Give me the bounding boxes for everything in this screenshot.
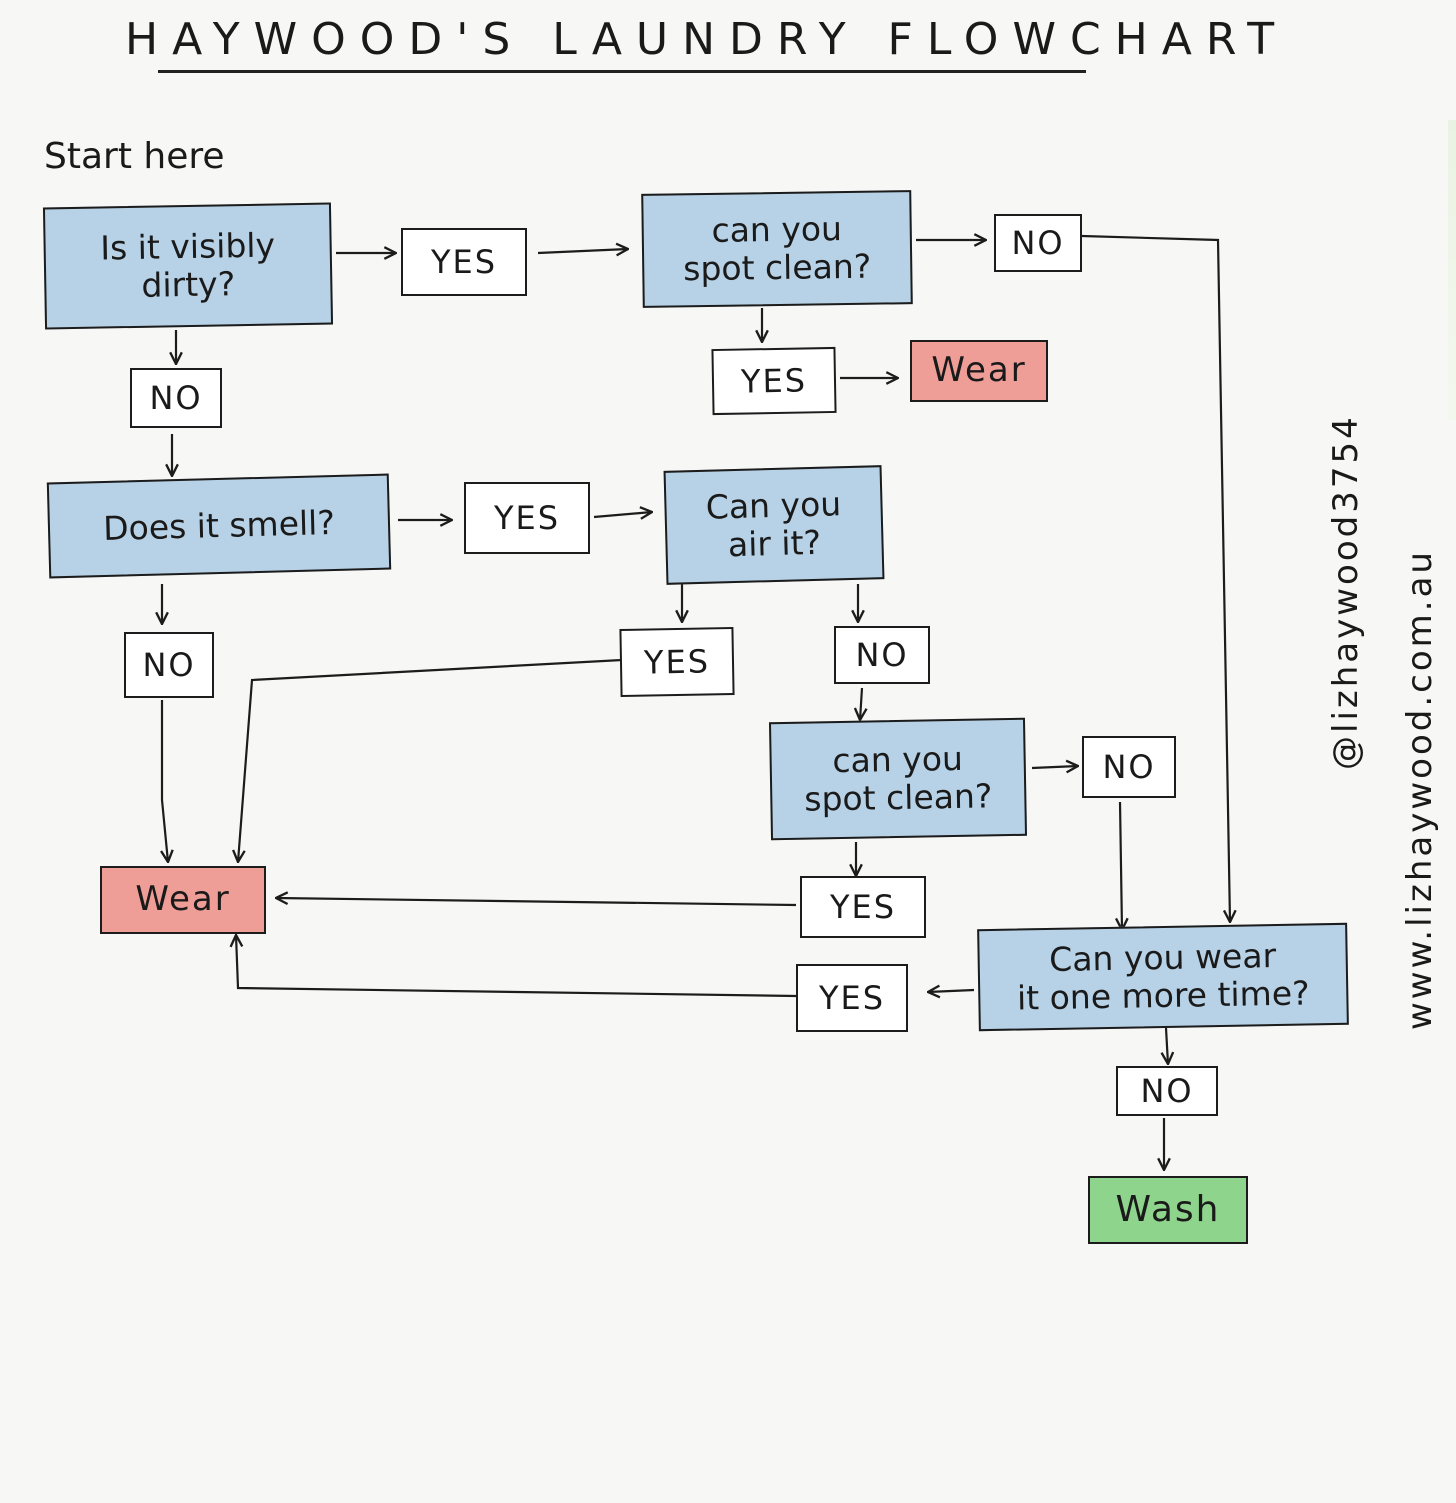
answer-no-spot1: NO xyxy=(994,214,1082,272)
title-underline xyxy=(158,70,1086,73)
answer-no-smell: NO xyxy=(124,632,214,698)
outcome-wear-main: Wear xyxy=(100,866,266,934)
answer-no-air: NO xyxy=(834,626,930,684)
arrow-wear-again-to-yes xyxy=(928,990,975,992)
arrow-no-to-spot2 xyxy=(860,687,862,720)
arrow-yes-to-wear-mid xyxy=(276,898,797,907)
credit-website: www.lizhaywood.com.au xyxy=(1400,549,1440,1030)
answer-yes-smell: YES xyxy=(464,482,590,554)
node-is-it-visibly-dirty: Is it visibly dirty? xyxy=(42,202,334,330)
credits: @lizhaywood3754 www.lizhaywood.com.au xyxy=(1290,330,1450,1050)
outcome-wear-top: Wear xyxy=(910,340,1048,402)
credit-handle: @lizhaywood3754 xyxy=(1326,414,1366,770)
arrow-no-to-wear xyxy=(162,700,168,862)
answer-yes-air: YES xyxy=(619,627,735,697)
answer-yes-dirty: YES xyxy=(401,228,527,296)
arrow-yes-to-wear-left xyxy=(238,658,623,862)
node-can-you-spot-clean-1: can you spot clean? xyxy=(641,190,913,308)
arrow-no-to-wear-again-2 xyxy=(1120,801,1122,930)
node-can-you-air-it: Can you air it? xyxy=(663,465,885,585)
arrow-yes-to-air xyxy=(593,512,652,517)
paper-edge xyxy=(1448,120,1456,420)
arrow-no-to-wear-again xyxy=(1081,234,1230,922)
arrow-spot2-to-no xyxy=(1031,766,1078,768)
answer-yes-wear-again: YES xyxy=(796,964,908,1032)
answer-yes-spot2: YES xyxy=(800,876,926,938)
arrow-yes-to-wear-bottom xyxy=(236,935,797,998)
node-does-it-smell: Does it smell? xyxy=(46,473,392,579)
answer-no-dirty: NO xyxy=(130,368,222,428)
flowchart-title: HAYWOOD'S LAUNDRY FLOWCHART xyxy=(125,14,1289,65)
start-label: Start here xyxy=(44,136,225,177)
answer-yes-spot1: YES xyxy=(711,346,837,416)
answer-no-wear-again: NO xyxy=(1116,1066,1218,1116)
answer-no-spot2: NO xyxy=(1082,736,1176,798)
arrow-wear-again-to-no xyxy=(1166,1027,1168,1064)
outcome-wash: Wash xyxy=(1088,1176,1248,1244)
node-can-you-spot-clean-2: can you spot clean? xyxy=(768,717,1028,841)
arrow-yes-to-spot1 xyxy=(537,249,628,253)
